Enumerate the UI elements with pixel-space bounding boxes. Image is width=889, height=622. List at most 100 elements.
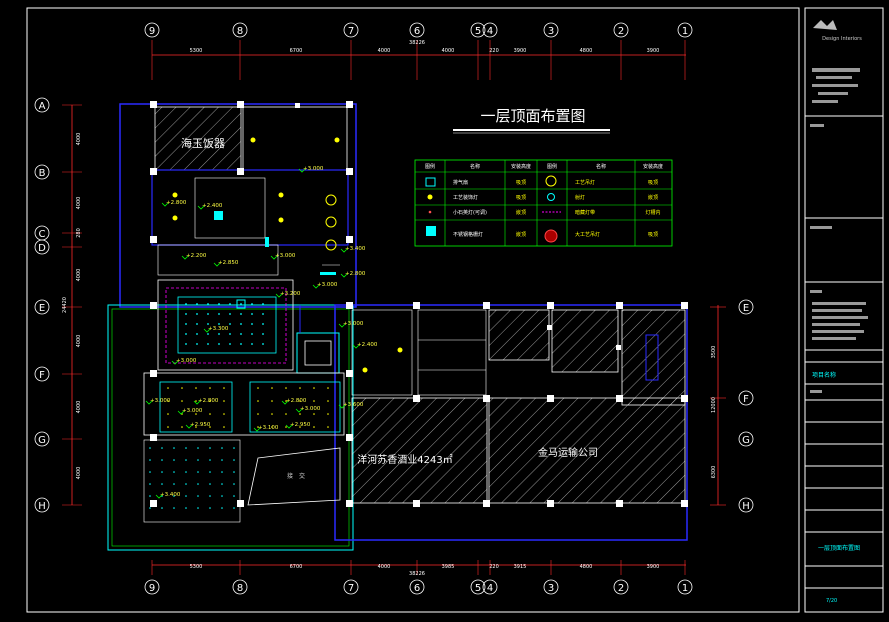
- grid-label: A: [39, 101, 46, 112]
- grid-label: C: [39, 229, 46, 240]
- elevation-marker: +2.200: [186, 253, 207, 259]
- legend-height: 嵌顶: [648, 194, 658, 201]
- grid-bubble-left: [34, 164, 50, 180]
- grid-label: 6: [414, 583, 420, 594]
- title-block: Design Interiors 项目名称 一层顶面布置图 7/20: [805, 20, 883, 604]
- elevation-marker: +3.600: [343, 402, 364, 408]
- legend-height: 吸顶: [648, 232, 658, 238]
- pendant-lamp-icon: [325, 194, 337, 206]
- dim-text-bottom: 4800: [580, 564, 593, 570]
- logo-icon: [813, 20, 837, 30]
- elevation-marker: +3.000: [275, 253, 296, 259]
- pendant-lamp-icon: [325, 216, 337, 228]
- grid-label: 1: [682, 26, 688, 37]
- grid-label: 6: [414, 26, 420, 37]
- legend-name: 大工艺吊灯: [575, 231, 600, 238]
- legend-header: 名称: [596, 163, 606, 170]
- grid-bubble-right: [738, 390, 754, 406]
- dim-text-top: 4000: [442, 48, 455, 54]
- dim-text-bottom: 3915: [514, 564, 527, 570]
- elevation-markers: +3.000 +3.400 +2.800 +2.400 +2.200 +2.850 +3.0…: [145, 166, 378, 499]
- elevation-marker: +2.800: [166, 200, 187, 206]
- legend-name: 工艺装饰灯: [453, 194, 478, 201]
- elevation-marker: +3.300: [208, 326, 229, 332]
- room-hatched-2: [351, 397, 488, 504]
- brand-text: Design Interiors: [822, 36, 862, 42]
- dim-text-bottom: 5300: [190, 564, 203, 570]
- grid-label: 8: [237, 26, 243, 37]
- legend-height: 吸顶: [648, 180, 658, 186]
- room-hatched-3: [488, 397, 686, 504]
- dim-text-left: 4000: [76, 401, 82, 414]
- room-label-1: 海玉饭器: [181, 136, 225, 150]
- grid-bubble-left: [34, 239, 50, 255]
- decor-lamp-icon: [427, 194, 433, 200]
- legend-height: 嵌顶: [516, 231, 526, 238]
- drawing-frame: [26, 7, 800, 613]
- pendant-lamp-icon: [545, 175, 557, 187]
- dim-text-top: 6700: [290, 48, 303, 54]
- grid-label: 7: [348, 26, 354, 37]
- legend-name: 工艺吊灯: [575, 179, 595, 186]
- grid-bubble-top: [232, 579, 248, 595]
- grid-label: 3: [548, 583, 554, 594]
- grid-label: 3: [548, 26, 554, 37]
- elevation-marker: +3.000: [317, 282, 338, 288]
- dim-text-top: 3900: [514, 48, 527, 54]
- elevation-marker: +3.100: [258, 425, 279, 431]
- dim-total-top: 38226: [409, 40, 425, 46]
- dim-text-bottom: 3900: [647, 564, 660, 570]
- grid-label: F: [39, 370, 45, 381]
- grid-label: E: [39, 303, 45, 314]
- grille-lamp-icon: [426, 226, 436, 236]
- legend-name: 小石英灯(可调): [453, 209, 487, 216]
- grid-bubble-left: [34, 97, 50, 113]
- dim-text-left: 4000: [76, 269, 82, 282]
- dim-text-left: 4000: [76, 467, 82, 480]
- grid-label: D: [38, 243, 46, 254]
- elevation-marker: +2.950: [190, 422, 211, 428]
- spot-lamp-icon: [547, 193, 555, 201]
- quartz-lamp-icon: [428, 210, 432, 214]
- grid-bubble-right: [738, 299, 754, 315]
- dim-text-bottom: 4000: [378, 564, 391, 570]
- elevation-marker: +3.400: [345, 246, 366, 252]
- floor-plan: [107, 103, 688, 551]
- grid-label: 2: [618, 583, 624, 594]
- drawing-name: 一层顶面布置图: [818, 544, 860, 552]
- legend-header: 图例: [547, 163, 557, 170]
- grid-label: 2: [618, 26, 624, 37]
- grid-label: 9: [149, 583, 155, 594]
- grid-bubble-top: [144, 22, 160, 38]
- grid-bubble-top: [543, 22, 559, 38]
- elevation-marker: +2.950: [290, 422, 311, 428]
- title-block-frame: [804, 7, 884, 613]
- room-hatched-1: [154, 106, 242, 171]
- project-label: 项目名称: [812, 371, 836, 379]
- elevation-marker: +2.850: [218, 260, 239, 266]
- dim-text-left: 4000: [76, 335, 82, 348]
- grid-label: G: [742, 435, 750, 446]
- grid-bubble-top: [482, 579, 498, 595]
- grid-label: F: [743, 394, 749, 405]
- elevation-marker: +2.800: [286, 398, 307, 404]
- exhaust-fan-icon: [425, 177, 436, 187]
- grid-bubble-top: [409, 22, 425, 38]
- legend-header: 安装高度: [511, 163, 531, 170]
- elevation-marker: +2.400: [357, 342, 378, 348]
- elevation-marker: +2.800: [345, 271, 366, 277]
- legend-height: 吸顶: [516, 180, 526, 186]
- light-fixtures: [172, 137, 403, 373]
- elevation-marker: +2.400: [202, 203, 223, 209]
- dim-text-bottom: 6700: [290, 564, 303, 570]
- legend-table: 图例名称安装高度图例名称安装高度排气扇吸顶工艺吊灯吸顶工艺装饰灯吸顶射灯嵌顶小石…: [414, 159, 673, 247]
- grid-bubble-left: [34, 431, 50, 447]
- legend-height: 嵌顶: [516, 209, 526, 216]
- grid-bubble-top: [543, 579, 559, 595]
- dim-total-left: 24420: [62, 297, 68, 313]
- room-label-4: 接 交: [287, 472, 305, 480]
- elevation-marker: +3.000: [300, 406, 321, 412]
- grid-label: E: [743, 303, 749, 314]
- elevation-marker: +3.000: [303, 166, 324, 172]
